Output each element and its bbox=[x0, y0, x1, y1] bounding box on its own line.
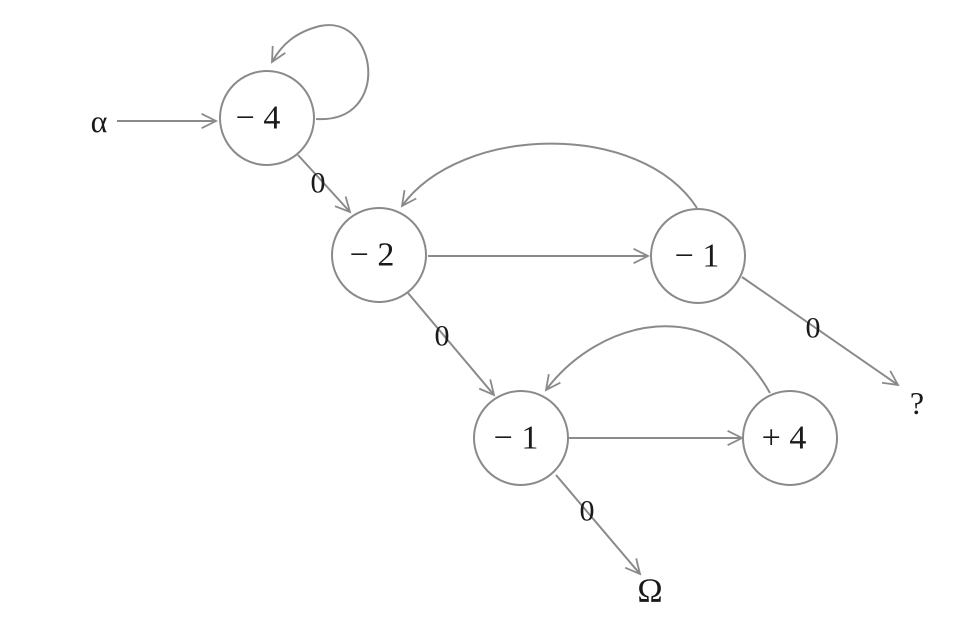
node-plus4-label: + 4 bbox=[762, 420, 807, 457]
node-minus1-right: − 1 bbox=[650, 208, 746, 304]
node-minus2: − 2 bbox=[331, 207, 427, 303]
edge-minus1-lower-to-end bbox=[555, 474, 640, 574]
unknown-terminal-label: ? bbox=[910, 385, 924, 421]
edge-label-minus1-lower-to-end: 0 bbox=[580, 495, 595, 528]
edge-minus2-to-minus1-lower bbox=[407, 292, 494, 395]
edge-label-minus2-to-minus1-lower: 0 bbox=[435, 320, 450, 353]
node-minus1-lower-label: − 1 bbox=[494, 420, 539, 457]
edge-label-minus4-to-minus2: 0 bbox=[311, 167, 326, 200]
end-terminal-label: Ω bbox=[637, 573, 662, 610]
node-minus4: − 4 bbox=[219, 70, 315, 166]
edge-plus4-back-to-minus1-lower bbox=[546, 325, 771, 394]
node-minus1-right-label: − 1 bbox=[675, 238, 720, 275]
node-minus4-label: − 4 bbox=[236, 100, 281, 137]
edge-label-minus1-right-to-unknown: 0 bbox=[806, 312, 821, 345]
node-plus4: + 4 bbox=[742, 390, 838, 486]
node-minus1-lower: − 1 bbox=[473, 390, 569, 486]
edge-minus4-to-minus2 bbox=[297, 154, 350, 212]
node-minus2-label: − 2 bbox=[350, 237, 395, 274]
edge-minus1-right-back-to-minus2 bbox=[402, 142, 698, 209]
start-terminal-label: α bbox=[91, 103, 108, 139]
self-loop-minus4 bbox=[272, 24, 370, 121]
edge-minus1-right-to-unknown bbox=[741, 276, 898, 385]
